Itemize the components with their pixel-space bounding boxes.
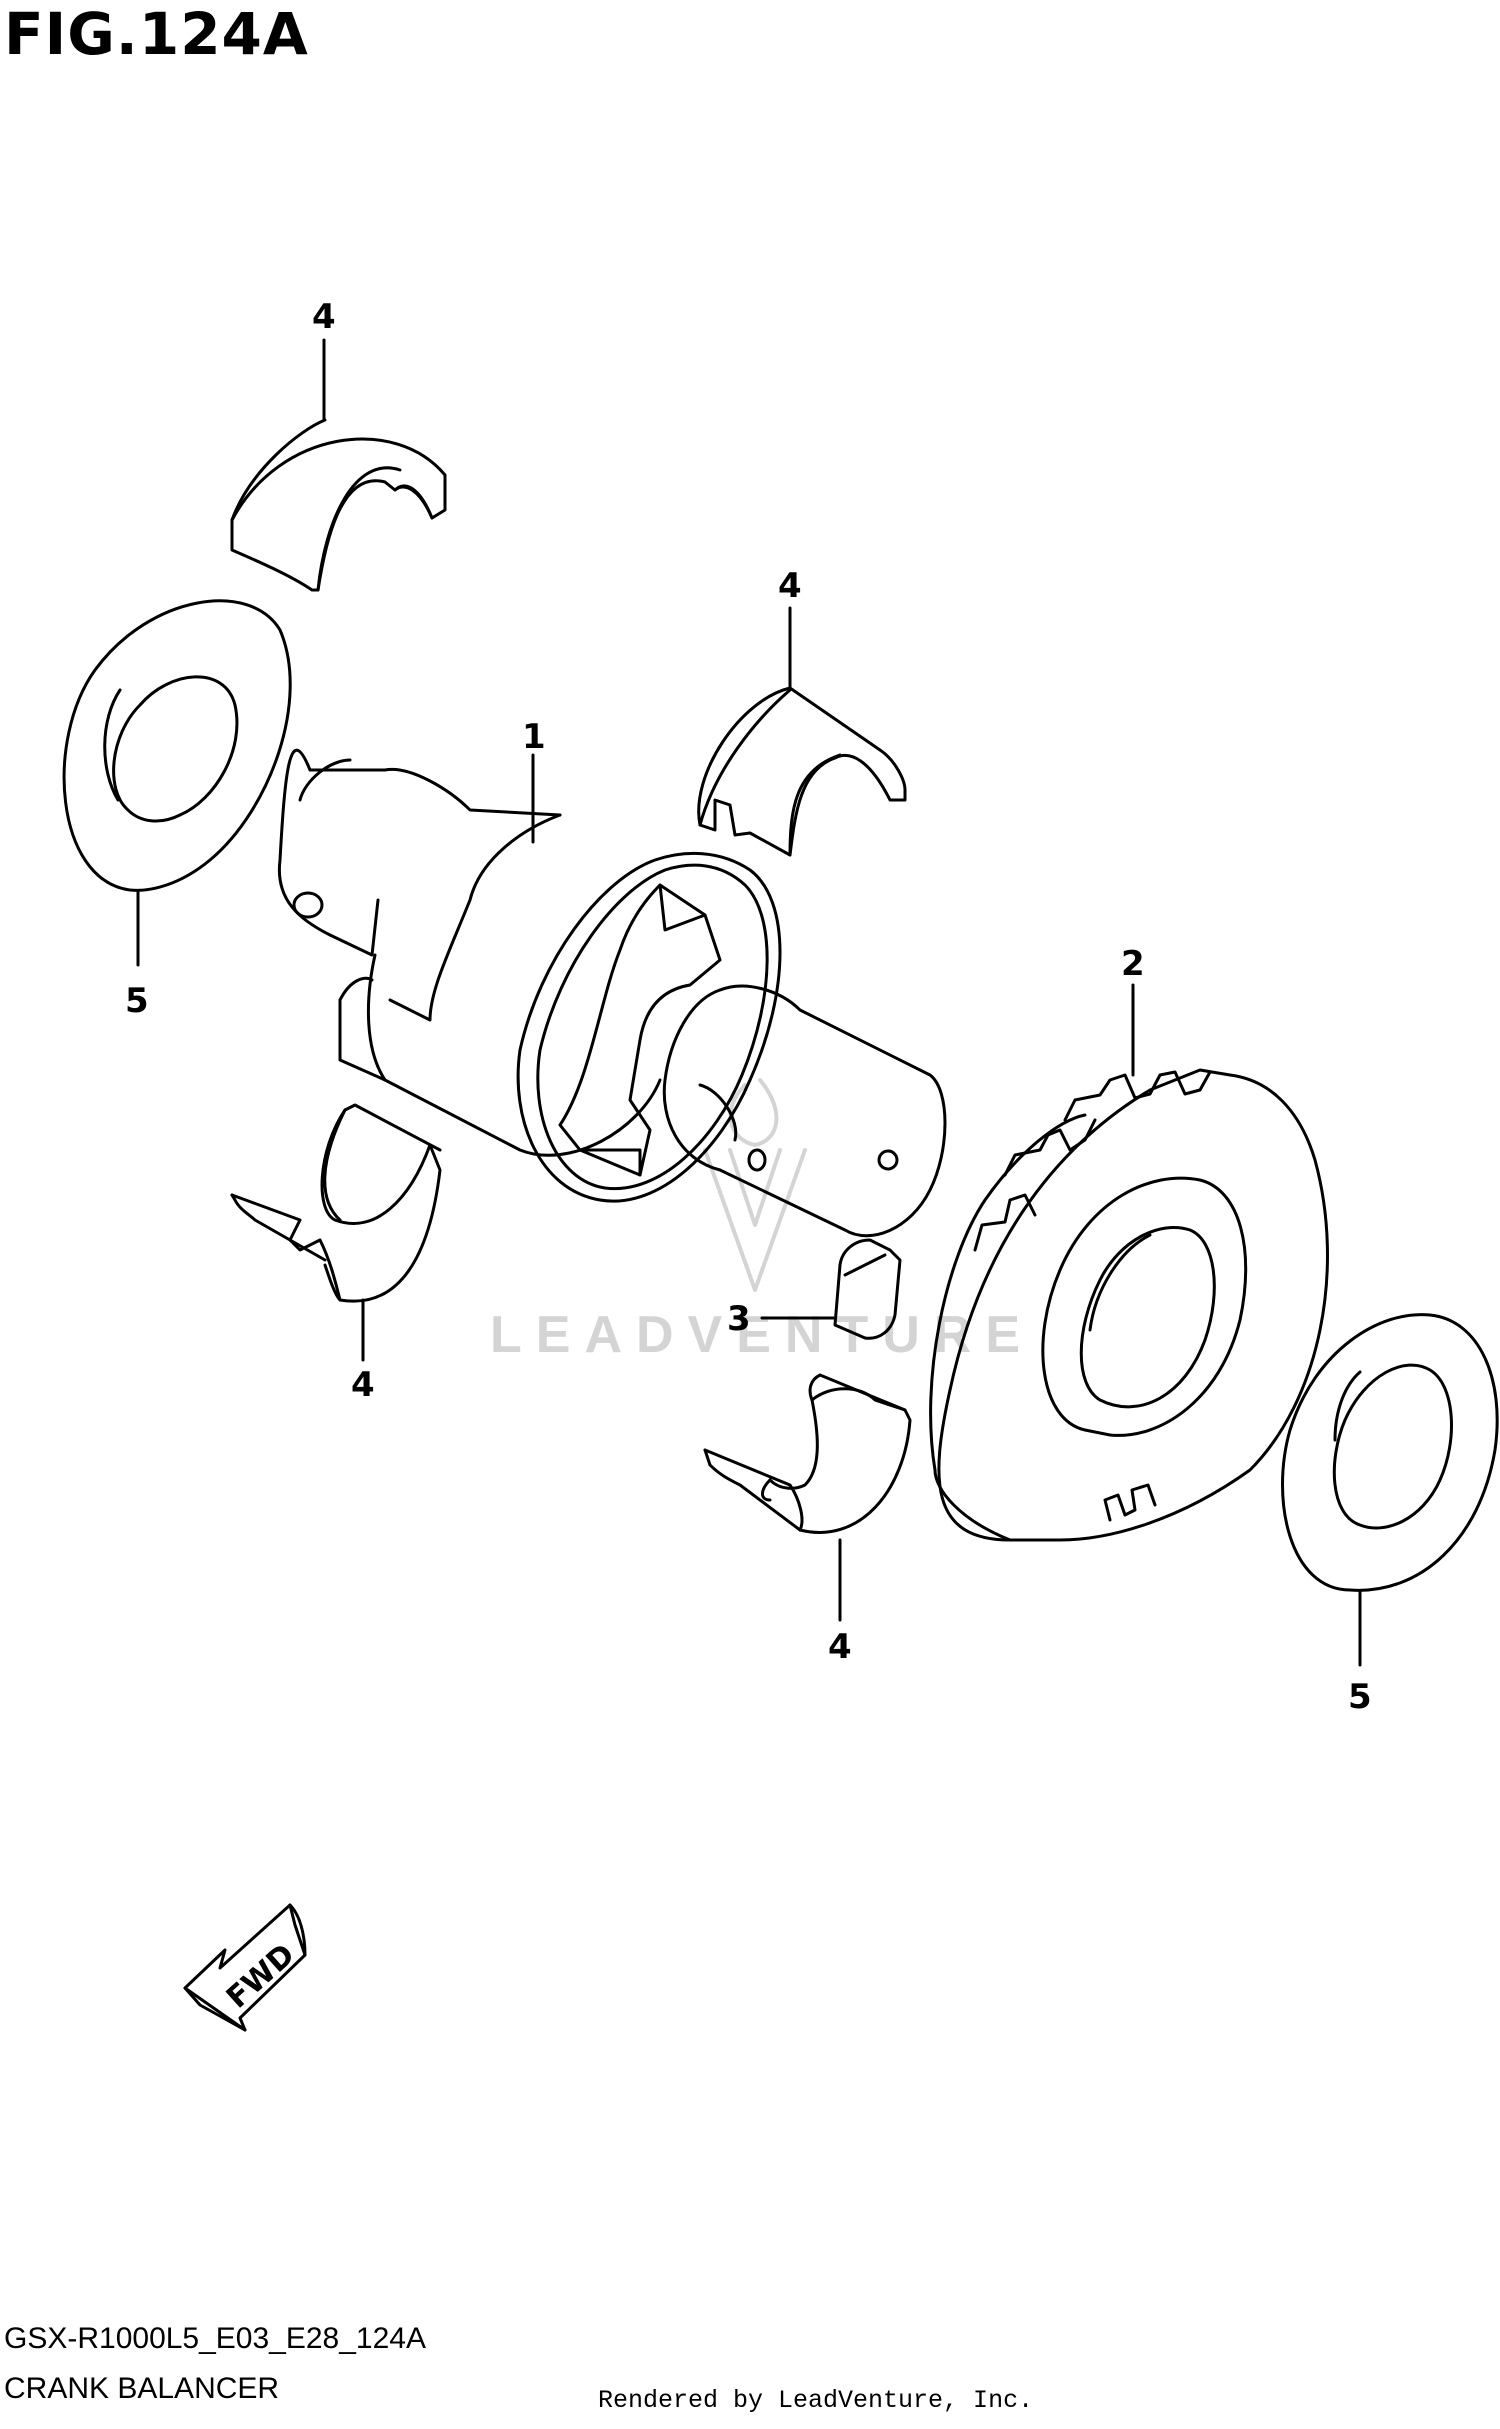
callout-3-key: 3: [727, 1299, 751, 1339]
bearing-shell-bottom-left: [232, 1105, 440, 1301]
fwd-direction-arrow: [185, 1905, 305, 2030]
thrust-washer-left: [64, 601, 290, 890]
callout-5-washer-right: 5: [1348, 1677, 1372, 1717]
fwd-label: FWD: [220, 1937, 302, 2016]
bearing-shell-bottom-center: [705, 1375, 910, 1532]
watermark-text: LEADVENTURE: [490, 1306, 1035, 1364]
watermark-logo: [705, 1080, 805, 1290]
bearing-shell-top-left: [232, 420, 445, 590]
callout-4-bottom-center: 4: [828, 1627, 852, 1667]
fig-title: FIG.124A: [4, 0, 309, 68]
callout-leaders: [138, 340, 1360, 1665]
thrust-washer-right: [1283, 1315, 1498, 1591]
callout-4-bottom-left: 4: [351, 1365, 375, 1405]
callout-1-shaft: 1: [522, 717, 546, 757]
balancer-shaft: [279, 750, 945, 1236]
figure-subtitle: CRANK BALANCER: [4, 2372, 280, 2405]
render-credit: Rendered by LeadVenture, Inc.: [598, 2386, 1034, 2415]
balancer-driven-gear: [931, 1070, 1328, 1540]
callout-4-top-center: 4: [778, 566, 802, 606]
callout-2-gear: 2: [1121, 944, 1145, 984]
callout-5-washer-left: 5: [125, 981, 149, 1021]
figure-code: GSX-R1000L5_E03_E28_124A: [4, 2322, 426, 2355]
key: [835, 1240, 900, 1338]
bearing-shell-top-center: [699, 688, 905, 855]
callout-4-top-left: 4: [312, 297, 336, 337]
